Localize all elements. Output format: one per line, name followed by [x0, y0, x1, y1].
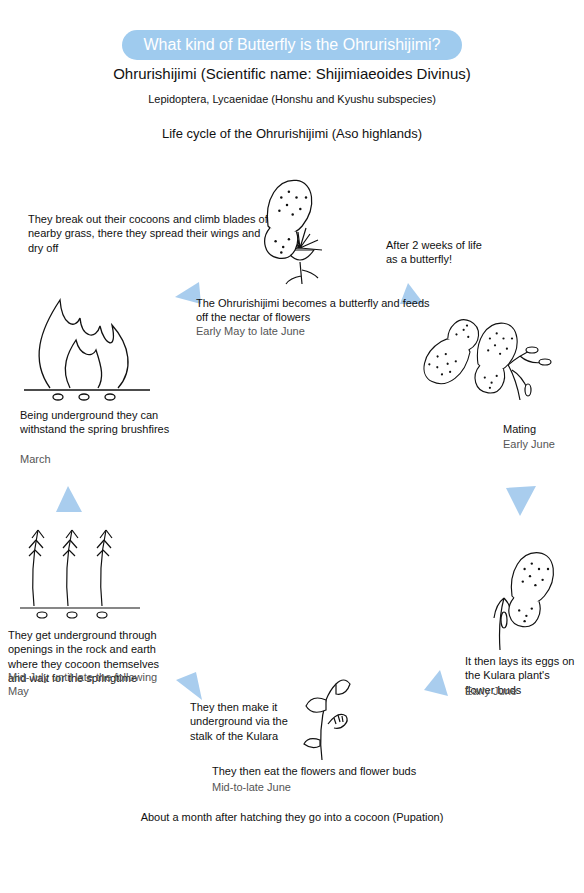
title-pill: What kind of Butterfly is the Ohrurishij… [122, 30, 462, 60]
stage-label: Lepidoptera, Lycaenidae (Honshu and Kyus… [20, 92, 564, 106]
stage-label: Mid-to-late June [212, 780, 412, 794]
stage-label: Mating [503, 422, 573, 436]
stage-label: Early June [465, 684, 580, 698]
stage-label: They break out their cocoons and climb b… [28, 212, 268, 255]
stage-label: Being underground they can withstand the… [20, 408, 170, 437]
stage-label: They then eat the flowers and flower bud… [212, 764, 452, 778]
stage-label: They then make it underground via the st… [190, 700, 302, 743]
stage-label: About a month after hatching they go int… [20, 810, 564, 824]
stage-label: March [20, 452, 120, 466]
stage-label: Early May to late June [196, 324, 396, 338]
stage-label: Early June [503, 437, 573, 451]
stage-label: Ohrurishijimi (Scientific name: Shijimia… [20, 64, 564, 84]
stage-label: Mid-July until late the following May [8, 670, 168, 699]
stage-label: Life cycle of the Ohrurishijimi (Aso hig… [20, 126, 564, 143]
stage-label: The Ohrurishijimi becomes a butterfly an… [196, 296, 436, 325]
stage-label: After 2 weeks of life as a butterfly! [386, 238, 496, 267]
